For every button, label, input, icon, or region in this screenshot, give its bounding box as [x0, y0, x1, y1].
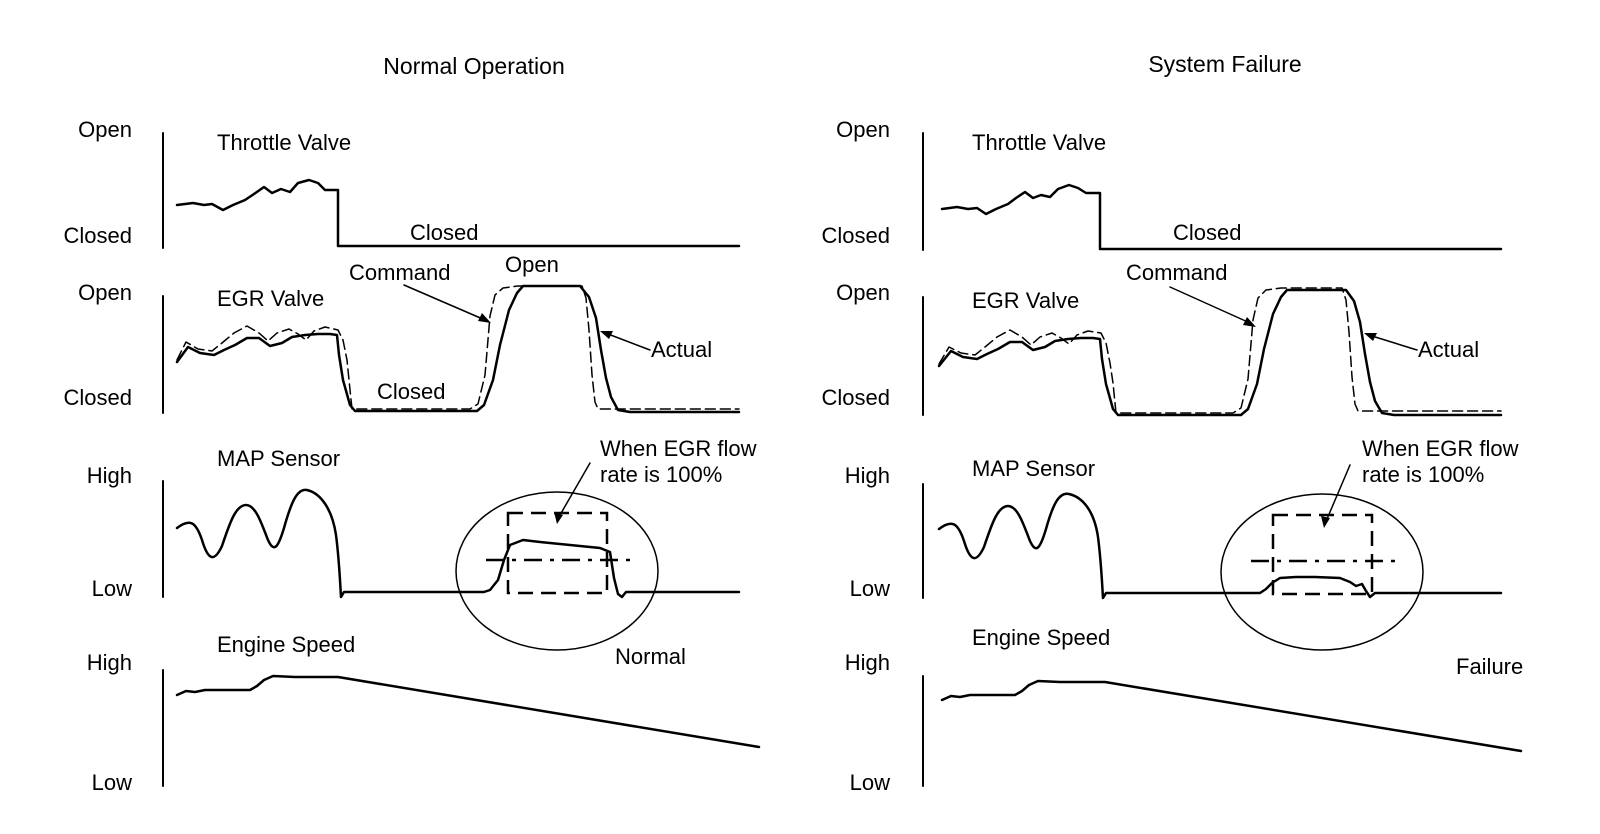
- flow-100-reference: [486, 511, 632, 595]
- engine-speed-trace-group: High Low Engine Speed Normal: [87, 632, 761, 795]
- engine-speed-trace: [175, 674, 761, 749]
- flow-note-pointer: [559, 462, 591, 516]
- engine-speed-trace-group: High Low Engine Speed Failure: [845, 625, 1524, 795]
- egr-actual-trace: [175, 284, 741, 414]
- command-pointer: [1169, 286, 1251, 324]
- engine-speed-trace: [940, 679, 1523, 753]
- highlight-ellipse: [455, 491, 659, 651]
- egr-command-label: Command: [349, 260, 450, 285]
- throttle-valve-label: Throttle Valve: [217, 130, 351, 155]
- actual-pointer: [607, 333, 651, 351]
- level-label-low: Low: [850, 576, 890, 601]
- level-label-high: High: [845, 650, 890, 675]
- flow-100-dashed-box: [1271, 513, 1374, 596]
- map-sensor-trace: [175, 488, 741, 599]
- egr-valve-trace-group: Open Closed EGR Valve Command Open Actua…: [64, 252, 741, 414]
- egr-actual-label: Actual: [1418, 337, 1479, 362]
- highlight-ellipse: [1220, 493, 1424, 651]
- command-pointer: [403, 284, 486, 321]
- engine-speed-label: Engine Speed: [217, 632, 355, 657]
- level-label-closed: Closed: [822, 223, 890, 248]
- flow-note-line2: rate is 100%: [1362, 462, 1484, 487]
- level-label-high: High: [845, 463, 890, 488]
- flow-100-reference: [1251, 513, 1397, 596]
- egr-actual-trace: [937, 288, 1503, 417]
- level-label-open: Open: [78, 280, 132, 305]
- flow-note-pointer: [1326, 464, 1351, 520]
- level-label-low: Low: [850, 770, 890, 795]
- throttle-valve-trace: [175, 178, 741, 248]
- egr-valve-label: EGR Valve: [972, 288, 1079, 313]
- level-label-open: Open: [78, 117, 132, 142]
- flow-note-line1: When EGR flow: [600, 436, 757, 461]
- map-sensor-trace: [937, 492, 1503, 600]
- panel-title: System Failure: [1148, 51, 1301, 77]
- egr-actual-label: Actual: [651, 337, 712, 362]
- actual-arrowhead: [1364, 333, 1377, 341]
- level-label-low: Low: [92, 770, 132, 795]
- throttle-closed-label: Closed: [410, 220, 478, 245]
- flow-note-arrowhead: [1321, 516, 1330, 528]
- flow-note-arrowhead: [554, 512, 563, 524]
- flow-100-dashed-box: [506, 511, 609, 595]
- map-sensor-label: MAP Sensor: [217, 446, 340, 471]
- egr-command-trace: [938, 287, 1502, 414]
- panel-title: Normal Operation: [383, 53, 565, 79]
- throttle-closed-label: Closed: [1173, 220, 1241, 245]
- throttle-valve-trace: [940, 183, 1503, 251]
- command-arrowhead: [478, 313, 491, 323]
- level-label-closed: Closed: [64, 223, 132, 248]
- throttle-valve-label: Throttle Valve: [972, 130, 1106, 155]
- failure-result-label: Failure: [1456, 654, 1523, 679]
- throttle-valve-trace-group: Open Closed Throttle Valve Closed: [64, 117, 741, 249]
- actual-arrowhead: [600, 331, 613, 339]
- level-label-high: High: [87, 650, 132, 675]
- map-sensor-trace-group: High Low MAP Sensor When EGR flow rate i…: [87, 436, 757, 651]
- egr-valve-trace-group: Open Closed EGR Valve Command Actual: [822, 260, 1503, 417]
- flow-note-line2: rate is 100%: [600, 462, 722, 487]
- egr-closed-label: Closed: [377, 379, 445, 404]
- panel-system-failure: System Failure Open Closed Throttle Valv…: [822, 51, 1524, 795]
- level-label-closed: Closed: [64, 385, 132, 410]
- flow-note-line1: When EGR flow: [1362, 436, 1519, 461]
- map-sensor-trace-group: High Low MAP Sensor When EGR flow rate i…: [845, 436, 1519, 651]
- actual-pointer: [1371, 335, 1418, 351]
- map-sensor-label: MAP Sensor: [972, 456, 1095, 481]
- egr-valve-label: EGR Valve: [217, 286, 324, 311]
- egr-command-label: Command: [1126, 260, 1227, 285]
- egr-open-label: Open: [505, 252, 559, 277]
- level-label-closed: Closed: [822, 385, 890, 410]
- engine-speed-label: Engine Speed: [972, 625, 1110, 650]
- normal-result-label: Normal: [615, 644, 686, 669]
- panel-normal-operation: Normal Operation Open Closed Throttle Va…: [64, 53, 761, 795]
- level-label-open: Open: [836, 280, 890, 305]
- command-arrowhead: [1243, 317, 1256, 327]
- level-label-open: Open: [836, 117, 890, 142]
- throttle-valve-trace-group: Open Closed Throttle Valve Closed: [822, 117, 1503, 251]
- level-label-high: High: [87, 463, 132, 488]
- level-label-low: Low: [92, 576, 132, 601]
